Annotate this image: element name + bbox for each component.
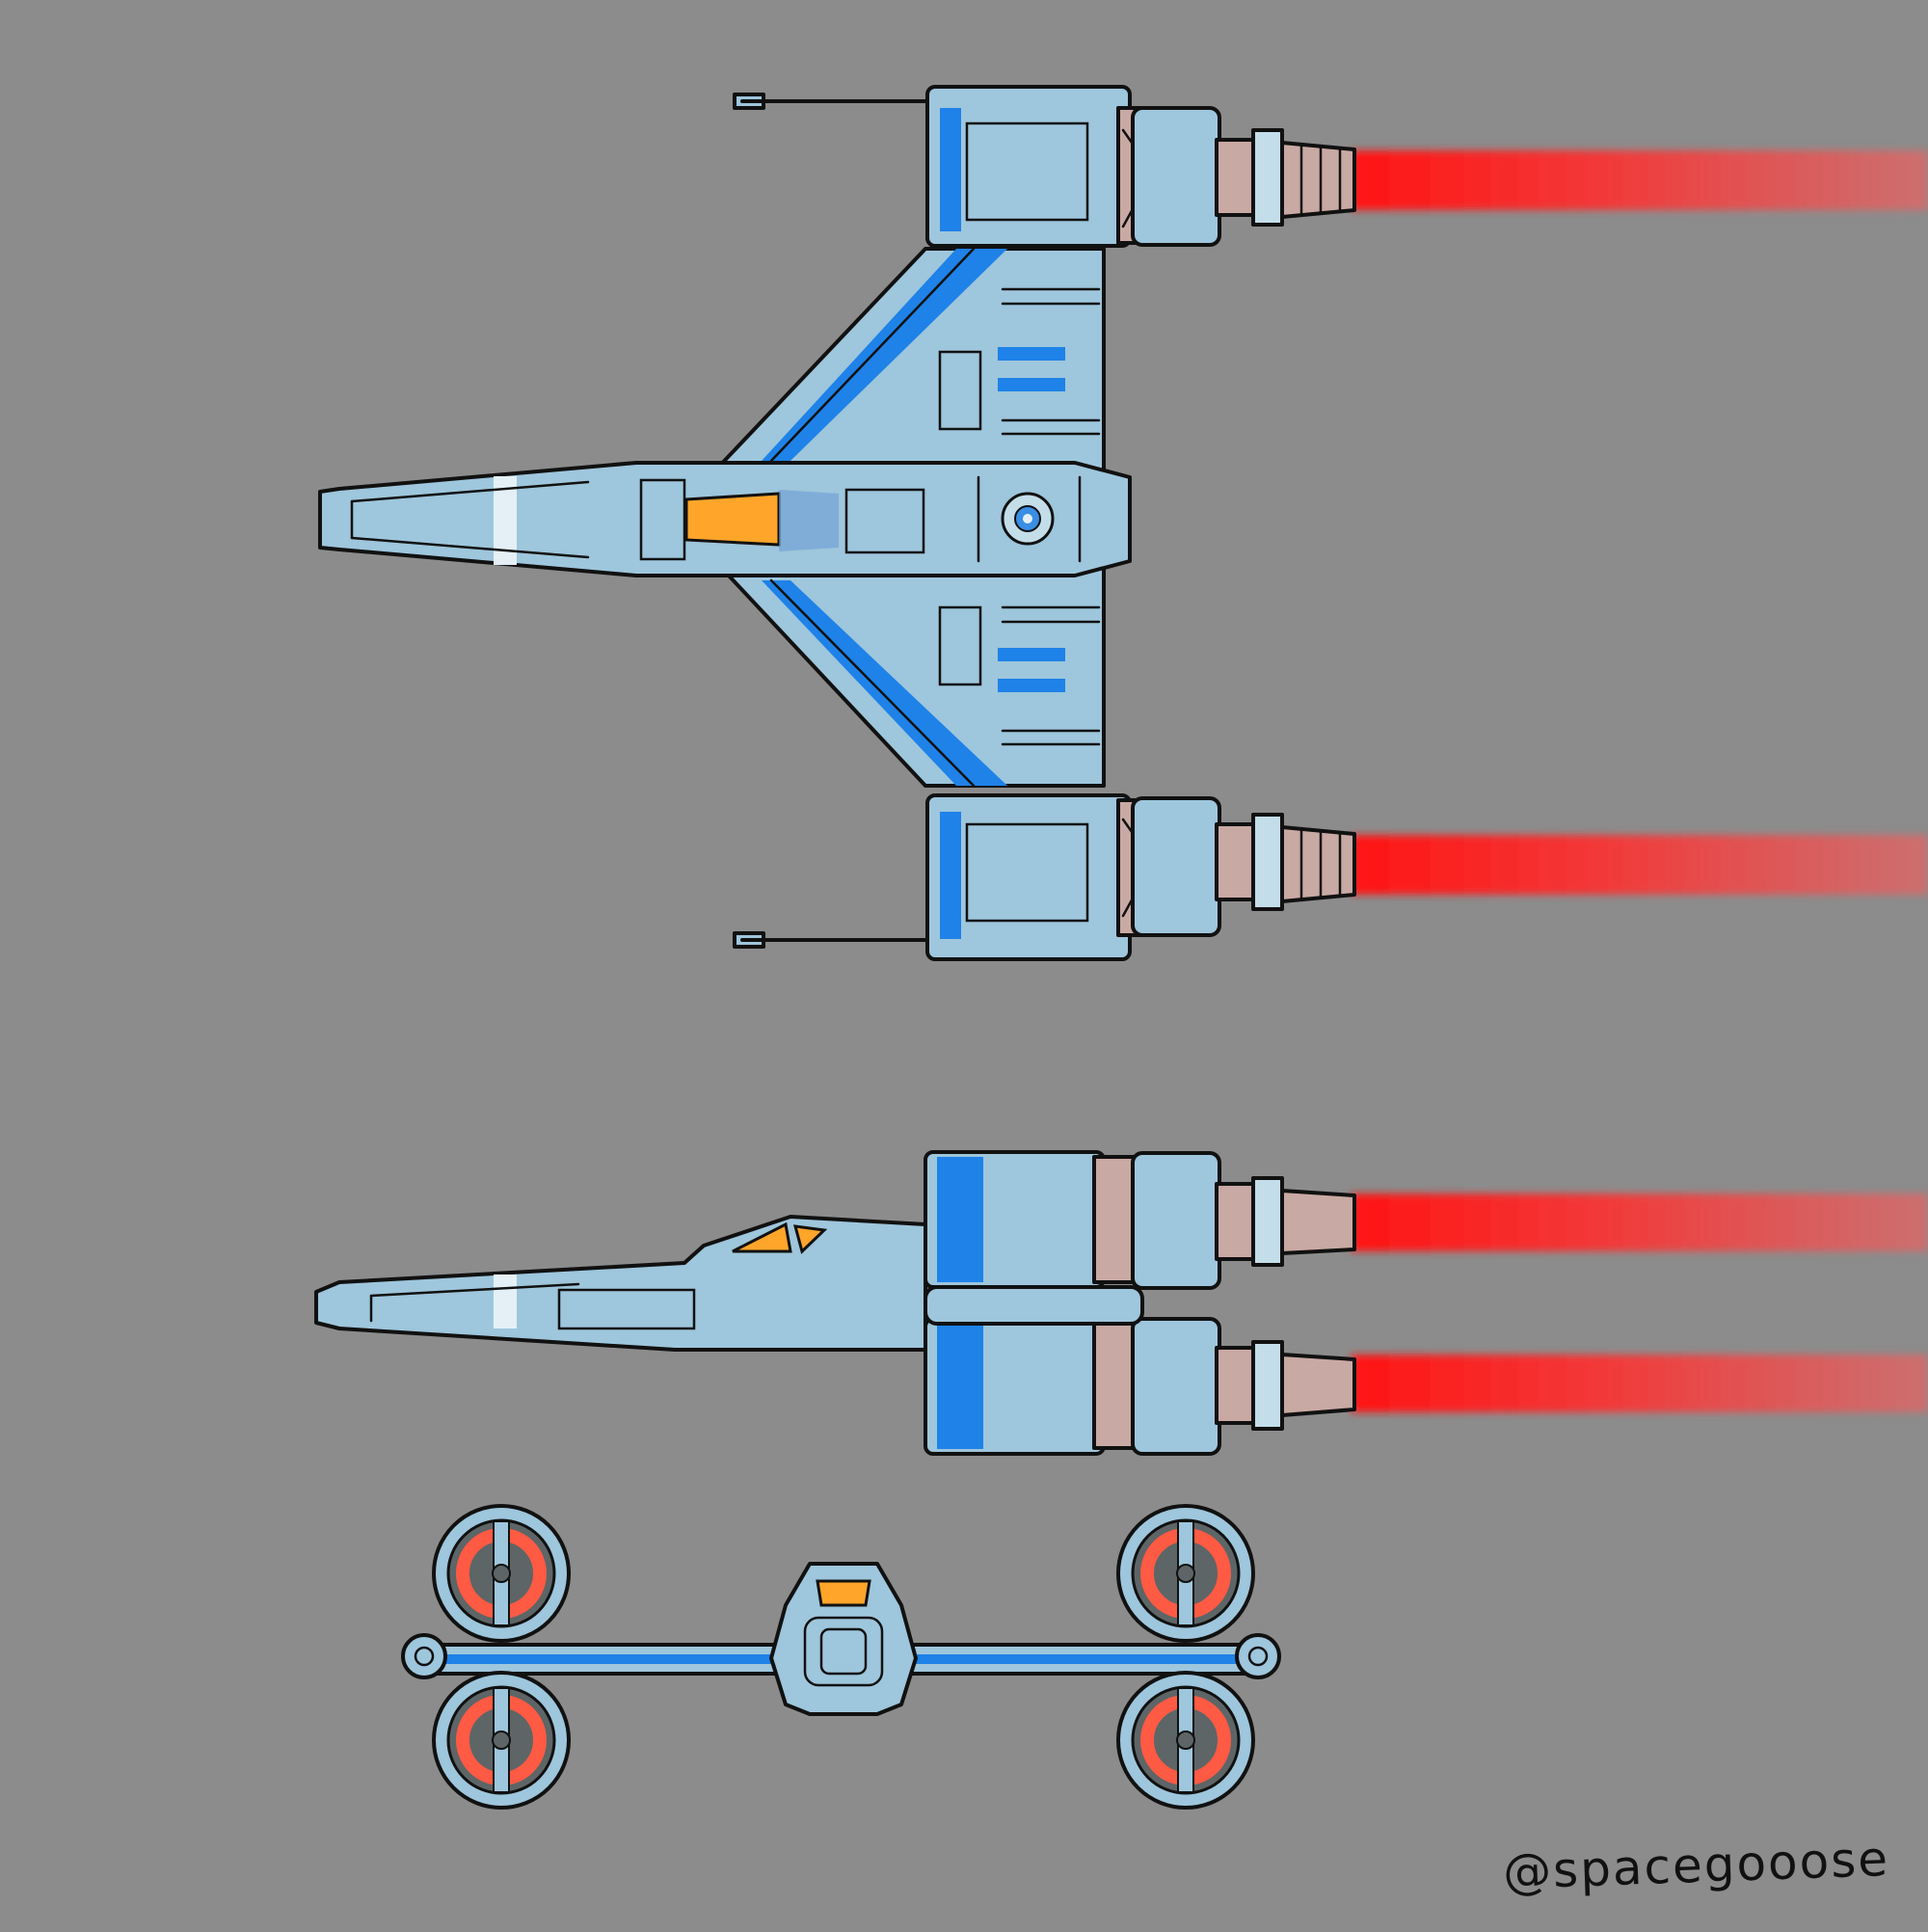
exhaust-beam-side-upper	[1352, 1194, 1928, 1251]
side-wing-strut	[924, 1285, 1144, 1326]
engine-pod-upper	[733, 85, 1356, 248]
exhaust-beam-upper	[1352, 150, 1928, 210]
front-engine-bottom-left	[432, 1671, 571, 1810]
side-engine-lower	[924, 1317, 1356, 1456]
side-engine-upper	[924, 1150, 1356, 1290]
front-engine-top-left	[432, 1504, 571, 1643]
front-view	[401, 1504, 1281, 1810]
exhaust-beam-lower	[1352, 835, 1928, 895]
engine-pod-lower	[733, 793, 1356, 961]
side-fuselage	[314, 1215, 927, 1352]
top-view	[318, 85, 1928, 961]
front-engine-bottom-right	[1116, 1671, 1255, 1810]
front-cockpit	[769, 1562, 918, 1716]
fuselage	[318, 461, 1132, 577]
side-view	[314, 1150, 1928, 1456]
exhaust-beam-side-lower	[1352, 1355, 1928, 1412]
front-engine-top-right	[1116, 1504, 1255, 1643]
